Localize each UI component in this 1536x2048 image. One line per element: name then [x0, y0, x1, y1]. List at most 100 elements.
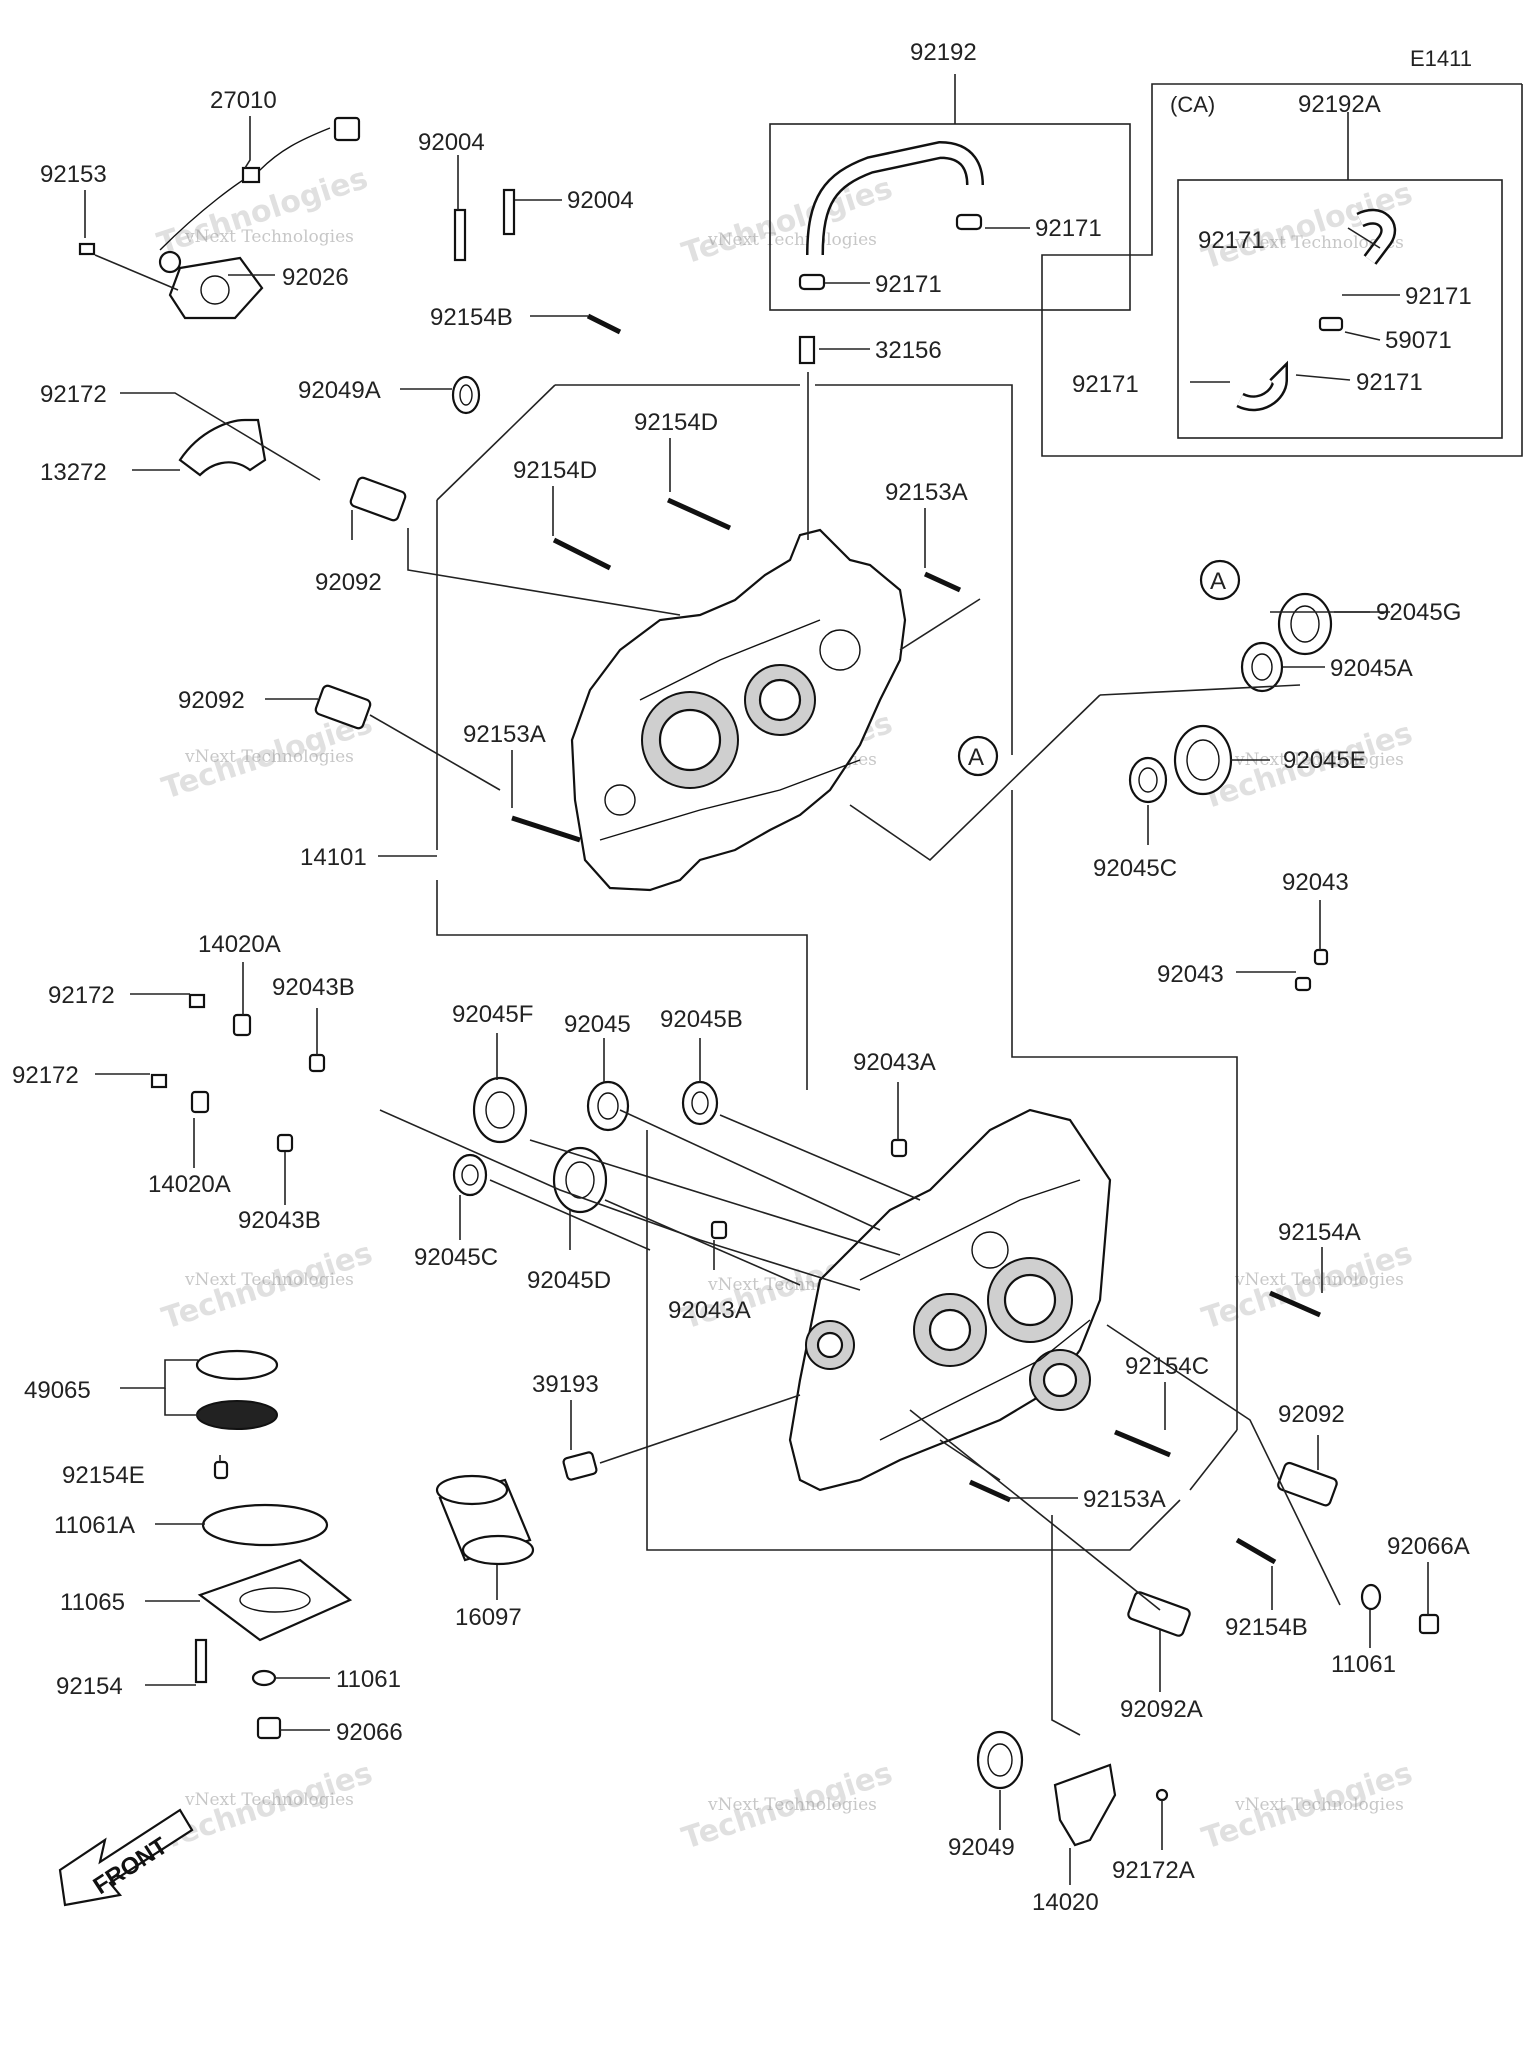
bearing-92045C	[1128, 756, 1168, 804]
part-label: 92066	[336, 1719, 403, 1746]
watermark-text: vNext Technologies	[184, 1270, 354, 1290]
part-labels: 27010 92153 92026 92004 92004 92154B 921…	[12, 39, 1472, 1916]
parts: A A	[58, 116, 1440, 1907]
dowel-92043B	[308, 1053, 326, 1073]
part-label: 92172	[48, 982, 115, 1009]
part-label: 92154D	[513, 457, 597, 484]
part-label: 92171	[1405, 283, 1472, 310]
part-label: 92171	[875, 271, 942, 298]
part-label: 92172	[40, 381, 107, 408]
harness-grommet	[241, 166, 261, 184]
part-label: 92026	[282, 264, 349, 291]
dowel-92092	[349, 476, 407, 522]
plate-14020A	[190, 1090, 210, 1114]
part-label: 92171	[1356, 369, 1423, 396]
plate-13272	[178, 418, 267, 477]
gasket-11061	[1360, 1583, 1382, 1611]
part-label: 32156	[875, 337, 942, 364]
part-label: 92045	[564, 1011, 631, 1038]
part-label: 92043A	[668, 1297, 751, 1324]
part-label: 92043A	[853, 1049, 936, 1076]
watermark-text: vNext Technologies	[184, 1790, 354, 1810]
clamp-92171	[955, 213, 983, 231]
part-label: 92171	[1198, 227, 1265, 254]
oil-seal-92049	[976, 1730, 1024, 1790]
part-label: 92153A	[885, 479, 968, 506]
part-label: 59071	[1385, 327, 1452, 354]
hose-92192A-frame	[1177, 179, 1503, 439]
part-label: 92045B	[660, 1006, 743, 1033]
part-label: 92154C	[1125, 1353, 1209, 1380]
gasket-49065	[195, 1349, 279, 1381]
part-label: 92192	[910, 39, 977, 66]
plate-14020A	[232, 1013, 252, 1037]
dowel-92092	[1277, 1461, 1338, 1507]
frames	[436, 83, 1523, 1551]
part-label: 92045F	[452, 1001, 533, 1028]
clamp-92171	[798, 273, 826, 291]
bolt-92153A	[511, 815, 581, 843]
bolt-92153A	[968, 1479, 1012, 1503]
part-label: 92049	[948, 1834, 1015, 1861]
bolt-92154	[194, 1638, 208, 1684]
strainer-49065	[196, 1400, 278, 1430]
watermark-text: vNext Technologies	[184, 747, 354, 767]
part-label: 92045G	[1376, 599, 1461, 626]
watermark-text: vNext Technologies	[707, 230, 877, 250]
hose-92192-frame	[769, 123, 1131, 311]
o-ring-11061A	[201, 1503, 329, 1547]
part-label: 92066A	[1387, 1533, 1470, 1560]
bearing-92045F	[472, 1076, 528, 1144]
part-label: 92049A	[298, 377, 381, 404]
dowel-92043B	[276, 1133, 294, 1153]
part-label: 92004	[418, 129, 485, 156]
part-label: 14020A	[198, 931, 281, 958]
part-label: 16097	[455, 1604, 522, 1631]
part-label: 92154B	[430, 304, 513, 331]
bearing-92045B	[681, 1080, 719, 1126]
part-label: 92092	[315, 569, 382, 596]
part-label: 14020	[1032, 1889, 1099, 1916]
bearing-92045D	[552, 1146, 608, 1214]
part-label: 11061A	[54, 1512, 135, 1539]
part-label: 92043B	[238, 1207, 321, 1234]
watermark-text: vNext Technologies	[1234, 1795, 1404, 1815]
part-label: 14101	[300, 844, 367, 871]
diagram-id: E1411	[1410, 46, 1472, 71]
fitting-59071	[1318, 316, 1344, 332]
part-label: 92092	[1278, 1401, 1345, 1428]
part-label: 27010	[210, 87, 277, 114]
part-label: 39193	[532, 1371, 599, 1398]
stud-92004	[502, 188, 516, 236]
dowel-92043A	[710, 1220, 728, 1240]
part-label: 11061	[1331, 1651, 1396, 1678]
plug-92066	[256, 1716, 282, 1740]
bolt-92154A	[1268, 1290, 1322, 1318]
bolt-92154D	[666, 497, 732, 531]
part-label: 11061	[336, 1666, 401, 1693]
bearing-92045G	[1277, 592, 1333, 656]
part-label: 92045C	[414, 1244, 498, 1271]
cover-11065	[197, 1558, 353, 1642]
front-arrow: FRONT	[58, 1808, 194, 1907]
bolt-92172A	[1155, 1788, 1169, 1802]
bolt-92153A	[923, 571, 962, 593]
part-label: 92172	[12, 1062, 79, 1089]
sensor-connector	[333, 116, 361, 142]
bearing-92045A	[1240, 641, 1284, 693]
part-label: 92171	[1035, 215, 1102, 242]
plug-92066A	[1418, 1613, 1440, 1635]
part-label: 92092A	[1120, 1696, 1203, 1723]
part-label: 92154	[56, 1673, 123, 1700]
pipe-39193	[562, 1451, 598, 1481]
part-label: 92043	[1282, 869, 1349, 896]
part-label: 13272	[40, 459, 107, 486]
plate-14020	[1053, 1763, 1117, 1847]
bearing-92045C	[452, 1153, 488, 1197]
part-label: 92154D	[634, 409, 718, 436]
part-label: 49065	[24, 1377, 91, 1404]
part-label: 92045D	[527, 1267, 611, 1294]
part-label: 92043B	[272, 974, 355, 1001]
stud-92004	[453, 208, 467, 262]
part-label: 92172A	[1112, 1857, 1195, 1884]
